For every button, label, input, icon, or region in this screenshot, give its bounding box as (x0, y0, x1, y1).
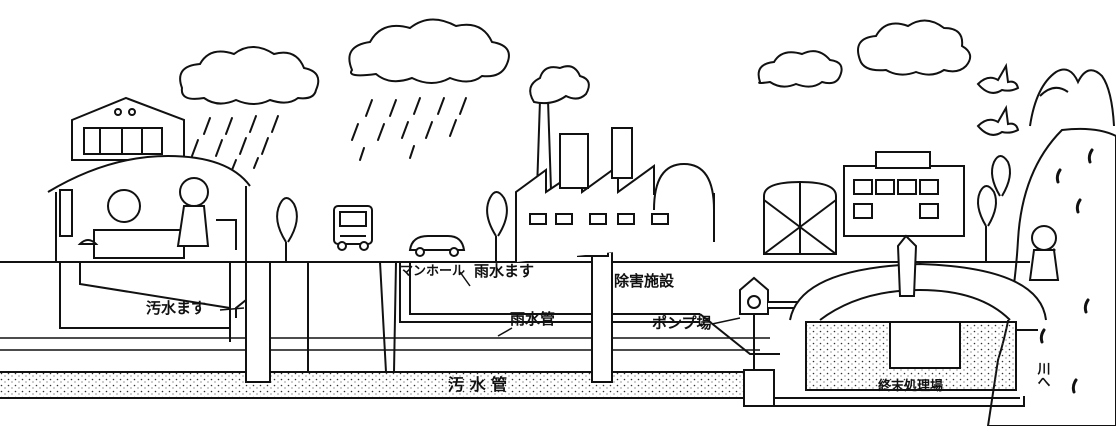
house-drain (59, 261, 271, 383)
label-storm-pipe: 雨水管 (510, 310, 555, 328)
cloud-right (857, 19, 972, 76)
bird-icon (976, 62, 1020, 136)
label-manhole: マンホール (400, 264, 465, 279)
rain-center (351, 97, 467, 161)
label-rain-inlet: 雨水ます (474, 262, 534, 280)
label-sewer-pipe: 汚 水 管 (448, 375, 507, 394)
cloud-left (179, 46, 320, 105)
treatment-tanks (789, 234, 1047, 391)
cloud-center (348, 18, 510, 84)
cloud-right-small (757, 50, 843, 88)
treatment-building (843, 151, 965, 237)
truck (333, 205, 373, 251)
factory (515, 65, 715, 262)
tree (276, 155, 1011, 262)
label-to-river: 川へ (1035, 362, 1052, 388)
car (408, 235, 466, 257)
house (47, 96, 251, 262)
pump-station (739, 276, 799, 407)
mountains (1029, 68, 1115, 127)
label-sewage-inlet: 汚水ます (146, 299, 206, 317)
outfall-pipe (774, 329, 1038, 407)
sewer-pipe (0, 371, 1020, 399)
person-icon (1028, 225, 1060, 281)
rain-left (191, 115, 279, 171)
storage-tank (763, 180, 837, 255)
label-abatement-facility: 除害施設 (614, 272, 675, 290)
label-pump-station: ポンプ場 (652, 314, 712, 332)
label-treatment-plant: 終末処理場 (878, 378, 943, 394)
